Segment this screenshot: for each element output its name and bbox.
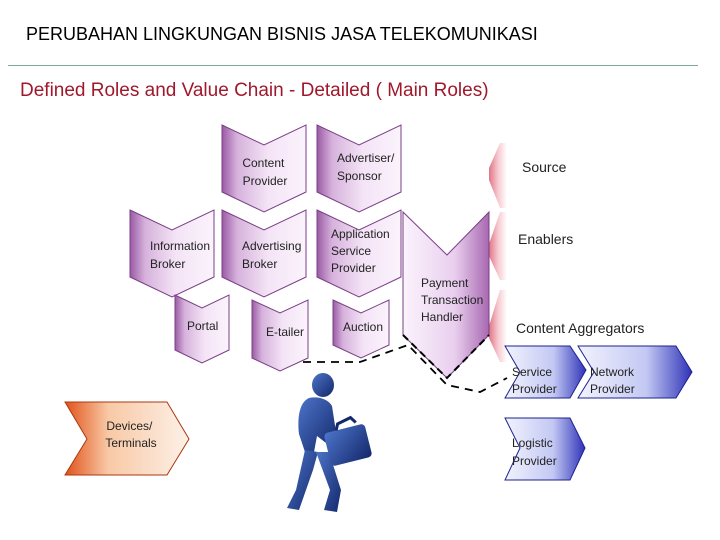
devices-terminals-label: Devices/ Terminals (105, 419, 156, 450)
enablers-label: Enablers (518, 231, 573, 247)
page-title: PERUBAHAN LINGKUNGAN BISNIS JASA TELEKOM… (26, 24, 538, 44)
portal-shape (174, 294, 230, 364)
right-chevron-band (489, 143, 507, 362)
portal-label: Portal (187, 319, 218, 333)
advertiser-sponsor-shape (316, 124, 402, 213)
source-label: Source (522, 159, 567, 175)
information-broker-shape (129, 209, 215, 298)
network-provider-shape (577, 345, 693, 399)
content-provider-shape (221, 124, 307, 213)
application-service-provider-label: Application Service Provider (331, 227, 393, 275)
e-tailer-label: E-tailer (266, 325, 304, 339)
auction-shape (332, 299, 390, 359)
network-provider-label: Network Provider (590, 365, 637, 396)
businessman-with-briefcase-icon (287, 373, 372, 512)
logistic-provider-label: Logistic Provider (512, 436, 557, 468)
advertising-broker-label: Advertising Broker (242, 239, 305, 271)
service-provider-shape (504, 345, 587, 399)
logistic-provider-shape (504, 417, 586, 481)
page-subtitle: Defined Roles and Value Chain - Detailed… (20, 80, 489, 101)
auction-label: Auction (343, 320, 383, 334)
value-chain-dashed-line (303, 343, 508, 393)
payment-transaction-handler-shape (402, 210, 490, 380)
devices-terminals-shape (64, 401, 190, 476)
service-provider-label: Service Provider (512, 365, 557, 396)
content-aggregators-label: Content Aggregators (516, 320, 644, 336)
advertising-broker-shape (221, 209, 307, 298)
e-tailer-shape (251, 299, 309, 372)
information-broker-label: Information Broker (150, 239, 213, 271)
advertiser-sponsor-label: Advertiser/ Sponsor (337, 151, 398, 183)
content-provider-label: Content Provider (242, 156, 287, 188)
application-service-provider-shape (316, 209, 402, 298)
title-divider (8, 65, 698, 66)
payment-transaction-handler-label: Payment Transaction Handler (421, 276, 487, 324)
